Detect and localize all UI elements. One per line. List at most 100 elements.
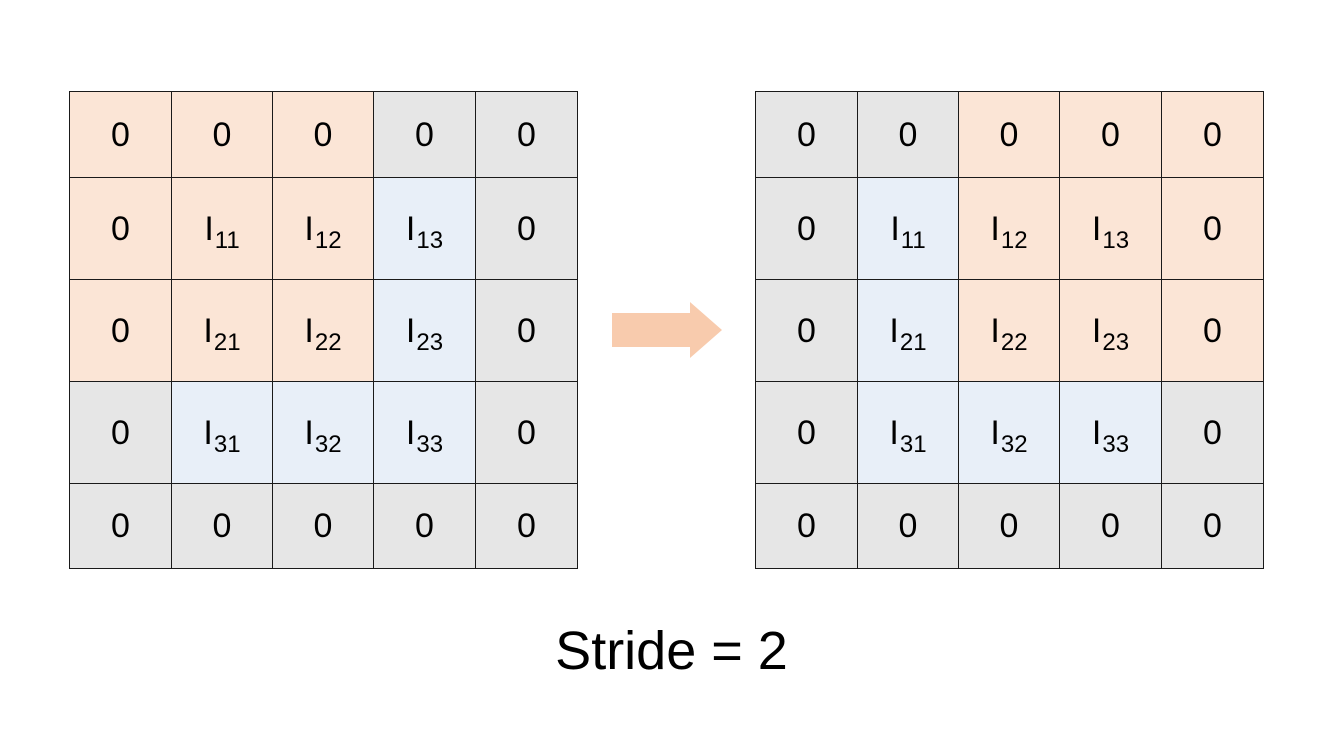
grid-cell: 0 (1060, 484, 1162, 569)
cell-subscript: 33 (416, 430, 444, 458)
cell-subscript: 21 (899, 328, 927, 356)
cell-value: 0 (517, 209, 536, 248)
grid-cell: 0 (476, 484, 578, 569)
cell-subscript: 21 (213, 328, 241, 356)
cell-value: 0 (797, 209, 816, 248)
cell-value: 0 (797, 115, 816, 154)
cell-value: 0 (111, 413, 130, 452)
grid-cell: 0 (756, 280, 858, 382)
grid-cell: 0 (1162, 92, 1264, 178)
grid-cell: 0 (476, 382, 578, 484)
grid-cell: 0 (756, 178, 858, 280)
grid-cell: 0 (756, 92, 858, 178)
cell-subscript: 31 (899, 430, 927, 458)
cell-value: 0 (517, 311, 536, 350)
grid-cell: 0 (273, 484, 374, 569)
grid-cell: 0 (1060, 92, 1162, 178)
cell-value: I (203, 311, 213, 350)
cell-value: 0 (111, 209, 130, 248)
cell-value: 0 (1203, 115, 1222, 154)
cell-value: 0 (898, 507, 918, 545)
cell-subscript: 33 (1102, 430, 1130, 458)
grid-cell: 0 (70, 178, 172, 280)
cell-value: 0 (898, 115, 918, 154)
cell-value: I (889, 311, 899, 350)
grid-cell: 0 (959, 92, 1060, 178)
cell-value: I (1091, 413, 1102, 452)
cell-value: 0 (415, 507, 434, 545)
grid-cell: 0 (70, 484, 172, 569)
grid-cell: 0 (1162, 178, 1264, 280)
grid-cell: 0 (172, 92, 273, 178)
cell-value: 0 (797, 413, 816, 452)
cell-value: 0 (517, 413, 536, 452)
cell-value: I (304, 311, 314, 350)
cell-subscript: 22 (1000, 328, 1028, 356)
cell-value: I (990, 209, 1000, 248)
cell-value: I (405, 413, 416, 452)
cell-value: 0 (415, 115, 434, 154)
cell-value: I (1091, 311, 1102, 350)
grid-cell: 0 (1162, 484, 1264, 569)
cell-value: 0 (313, 115, 333, 154)
cell-value: I (405, 209, 416, 248)
grid-cell: 0 (756, 382, 858, 484)
arrow-right-icon (612, 302, 722, 358)
grid-cell: 0 (70, 280, 172, 382)
grid-cell: 0 (172, 484, 273, 569)
cell-subscript: 23 (1102, 328, 1130, 356)
cell-value: 0 (1101, 507, 1120, 545)
cell-value: 0 (111, 311, 130, 350)
cell-value: I (204, 209, 214, 248)
cell-subscript: 11 (900, 226, 926, 254)
cell-subscript: 13 (1102, 226, 1130, 254)
cell-value: I (889, 413, 899, 452)
cell-subscript: 32 (1000, 430, 1028, 458)
cell-value: 0 (313, 507, 333, 545)
cell-value: 0 (1203, 209, 1222, 248)
cell-value: 0 (1203, 413, 1222, 452)
grid-cell: 0 (959, 484, 1060, 569)
cell-value: 0 (212, 115, 232, 154)
cell-value: 0 (999, 507, 1019, 545)
cell-value: I (990, 413, 1000, 452)
cell-value: 0 (797, 311, 816, 350)
grid-cell: 0 (1162, 382, 1264, 484)
cell-value: 0 (1203, 507, 1222, 545)
cell-subscript: 31 (213, 430, 241, 458)
arrow-shape (612, 302, 722, 358)
grid-cell: 0 (476, 178, 578, 280)
grid-cell: 0 (756, 484, 858, 569)
grid-cell: 0 (70, 92, 172, 178)
cell-value: 0 (1101, 115, 1120, 154)
cell-value: I (1091, 209, 1102, 248)
cell-value: I (203, 413, 213, 452)
grid-cell: 0 (1162, 280, 1264, 382)
grid-cell: 0 (476, 92, 578, 178)
cell-value: 0 (999, 115, 1019, 154)
cell-subscript: 12 (1000, 226, 1028, 254)
cell-subscript: 11 (214, 226, 240, 254)
cell-value: I (890, 209, 900, 248)
stride-caption: Stride = 2 (555, 621, 788, 681)
cell-value: I (304, 209, 314, 248)
cell-value: I (990, 311, 1000, 350)
cell-value: I (405, 311, 416, 350)
